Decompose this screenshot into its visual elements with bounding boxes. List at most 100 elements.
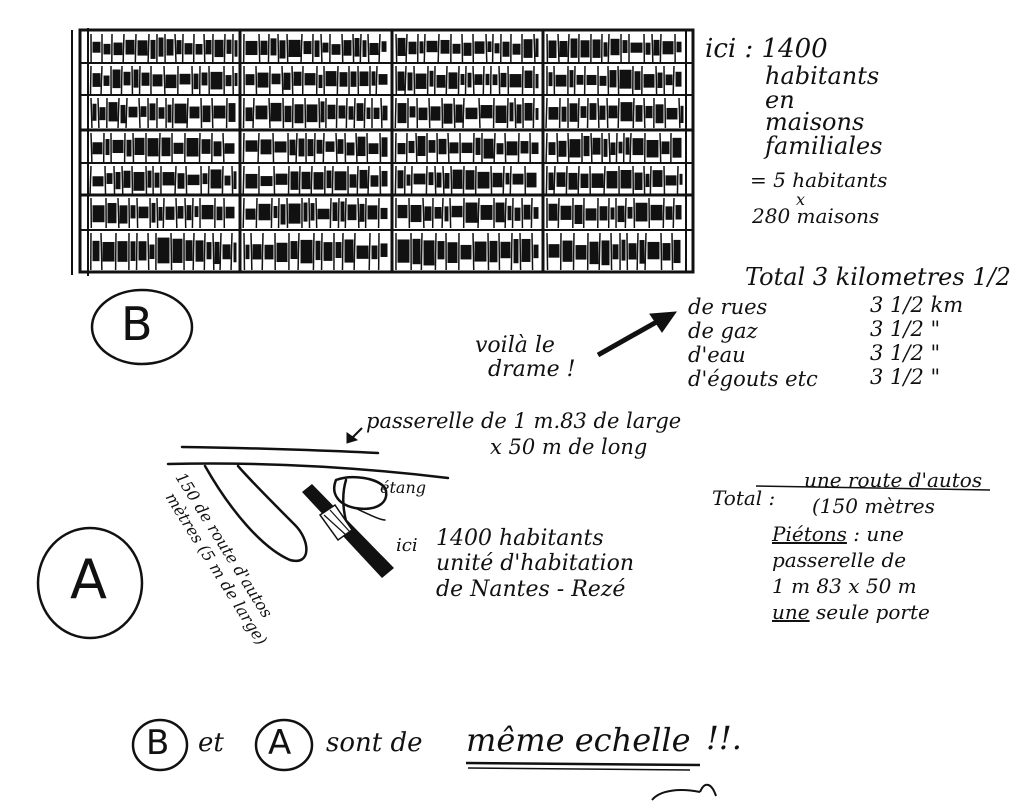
echelle-underline — [465, 761, 701, 767]
house-cell — [524, 70, 533, 88]
house-cell — [448, 72, 458, 89]
house-divider — [174, 165, 177, 195]
house-cell — [560, 205, 572, 220]
house-divider — [636, 232, 639, 271]
house-divider — [295, 132, 298, 163]
total-a-line3: : une — [853, 522, 904, 546]
house-cell — [675, 205, 682, 220]
house-cell — [344, 239, 354, 263]
house-cell — [449, 142, 459, 154]
house-divider — [413, 65, 416, 95]
house-cell — [359, 169, 368, 189]
house-divider — [485, 33, 488, 63]
house-cell — [260, 40, 268, 55]
house-cell — [397, 239, 410, 263]
house-cell — [426, 40, 438, 53]
house-cell — [318, 74, 323, 89]
house-cell — [415, 73, 427, 89]
house-cell — [176, 40, 182, 55]
house-divider — [136, 197, 139, 229]
house-divider — [310, 165, 313, 195]
calc-maisons: 280 maisons — [752, 204, 880, 228]
house-cell — [474, 41, 485, 54]
house-divider — [649, 165, 652, 195]
house-divider — [556, 132, 559, 163]
house-cell — [255, 105, 268, 120]
house-cell — [609, 70, 617, 88]
house-cell — [444, 206, 449, 222]
house-cell — [158, 107, 165, 119]
house-divider — [230, 232, 233, 271]
house-cell — [357, 136, 366, 157]
footer-circle-a — [254, 718, 314, 772]
house-divider — [329, 197, 332, 229]
house-divider — [504, 197, 507, 229]
house-cell — [406, 174, 411, 186]
house-divider — [113, 165, 116, 195]
house-divider — [90, 97, 93, 129]
house-cell — [548, 40, 557, 59]
house-divider — [97, 97, 100, 129]
house-cell — [608, 105, 618, 119]
house-divider — [242, 165, 245, 195]
house-cell — [569, 103, 578, 122]
house-divider — [242, 132, 245, 163]
house-divider — [498, 65, 501, 95]
house-cell — [480, 204, 493, 220]
house-cell — [283, 72, 291, 90]
house-cell — [455, 104, 463, 123]
house-cell — [423, 240, 435, 266]
house-cell — [381, 41, 387, 52]
house-cell — [535, 73, 539, 89]
house-cell — [397, 71, 405, 91]
house-divider — [610, 232, 613, 271]
house-cell — [419, 41, 424, 54]
house-cell — [195, 240, 204, 262]
house-cell — [106, 173, 113, 184]
house-divider — [395, 33, 398, 63]
house-cell — [233, 171, 237, 190]
house-cell — [284, 105, 292, 123]
house-cell — [214, 39, 224, 58]
house-cell — [412, 238, 421, 265]
house-cell — [592, 39, 601, 58]
total-a-underline — [755, 485, 991, 491]
house-divider — [344, 197, 347, 229]
house-grid-b — [71, 28, 695, 276]
house-cell — [224, 175, 231, 186]
house-cell — [120, 104, 126, 124]
house-cell — [260, 139, 272, 155]
house-cell — [475, 137, 481, 155]
house-cell — [348, 106, 354, 120]
house-cell — [201, 139, 211, 154]
house-divider — [517, 132, 520, 163]
house-cell — [337, 139, 344, 154]
house-cell — [331, 44, 341, 55]
house-divider — [100, 65, 103, 95]
house-divider — [394, 165, 397, 195]
house-cell — [301, 171, 311, 190]
house-divider — [380, 97, 383, 129]
house-divider — [457, 65, 460, 95]
house-cell — [381, 170, 388, 187]
house-cell — [487, 41, 492, 53]
house-divider — [553, 165, 556, 195]
house-cell — [621, 239, 626, 261]
house-divider — [375, 65, 378, 95]
house-cell — [322, 42, 329, 53]
house-cell — [99, 107, 106, 121]
house-cell — [186, 205, 192, 221]
house-cell — [245, 244, 250, 260]
house-cell — [206, 242, 212, 260]
house-cell — [480, 105, 493, 119]
house-divider — [420, 232, 423, 271]
house-divider — [545, 132, 548, 163]
house-divider — [643, 97, 646, 129]
house-divider — [331, 165, 334, 195]
house-cell — [603, 138, 608, 157]
house-cell — [234, 72, 238, 87]
house-cell — [224, 143, 235, 154]
house-cell — [245, 208, 256, 220]
house-cell — [323, 242, 333, 261]
house-divider — [184, 197, 187, 229]
